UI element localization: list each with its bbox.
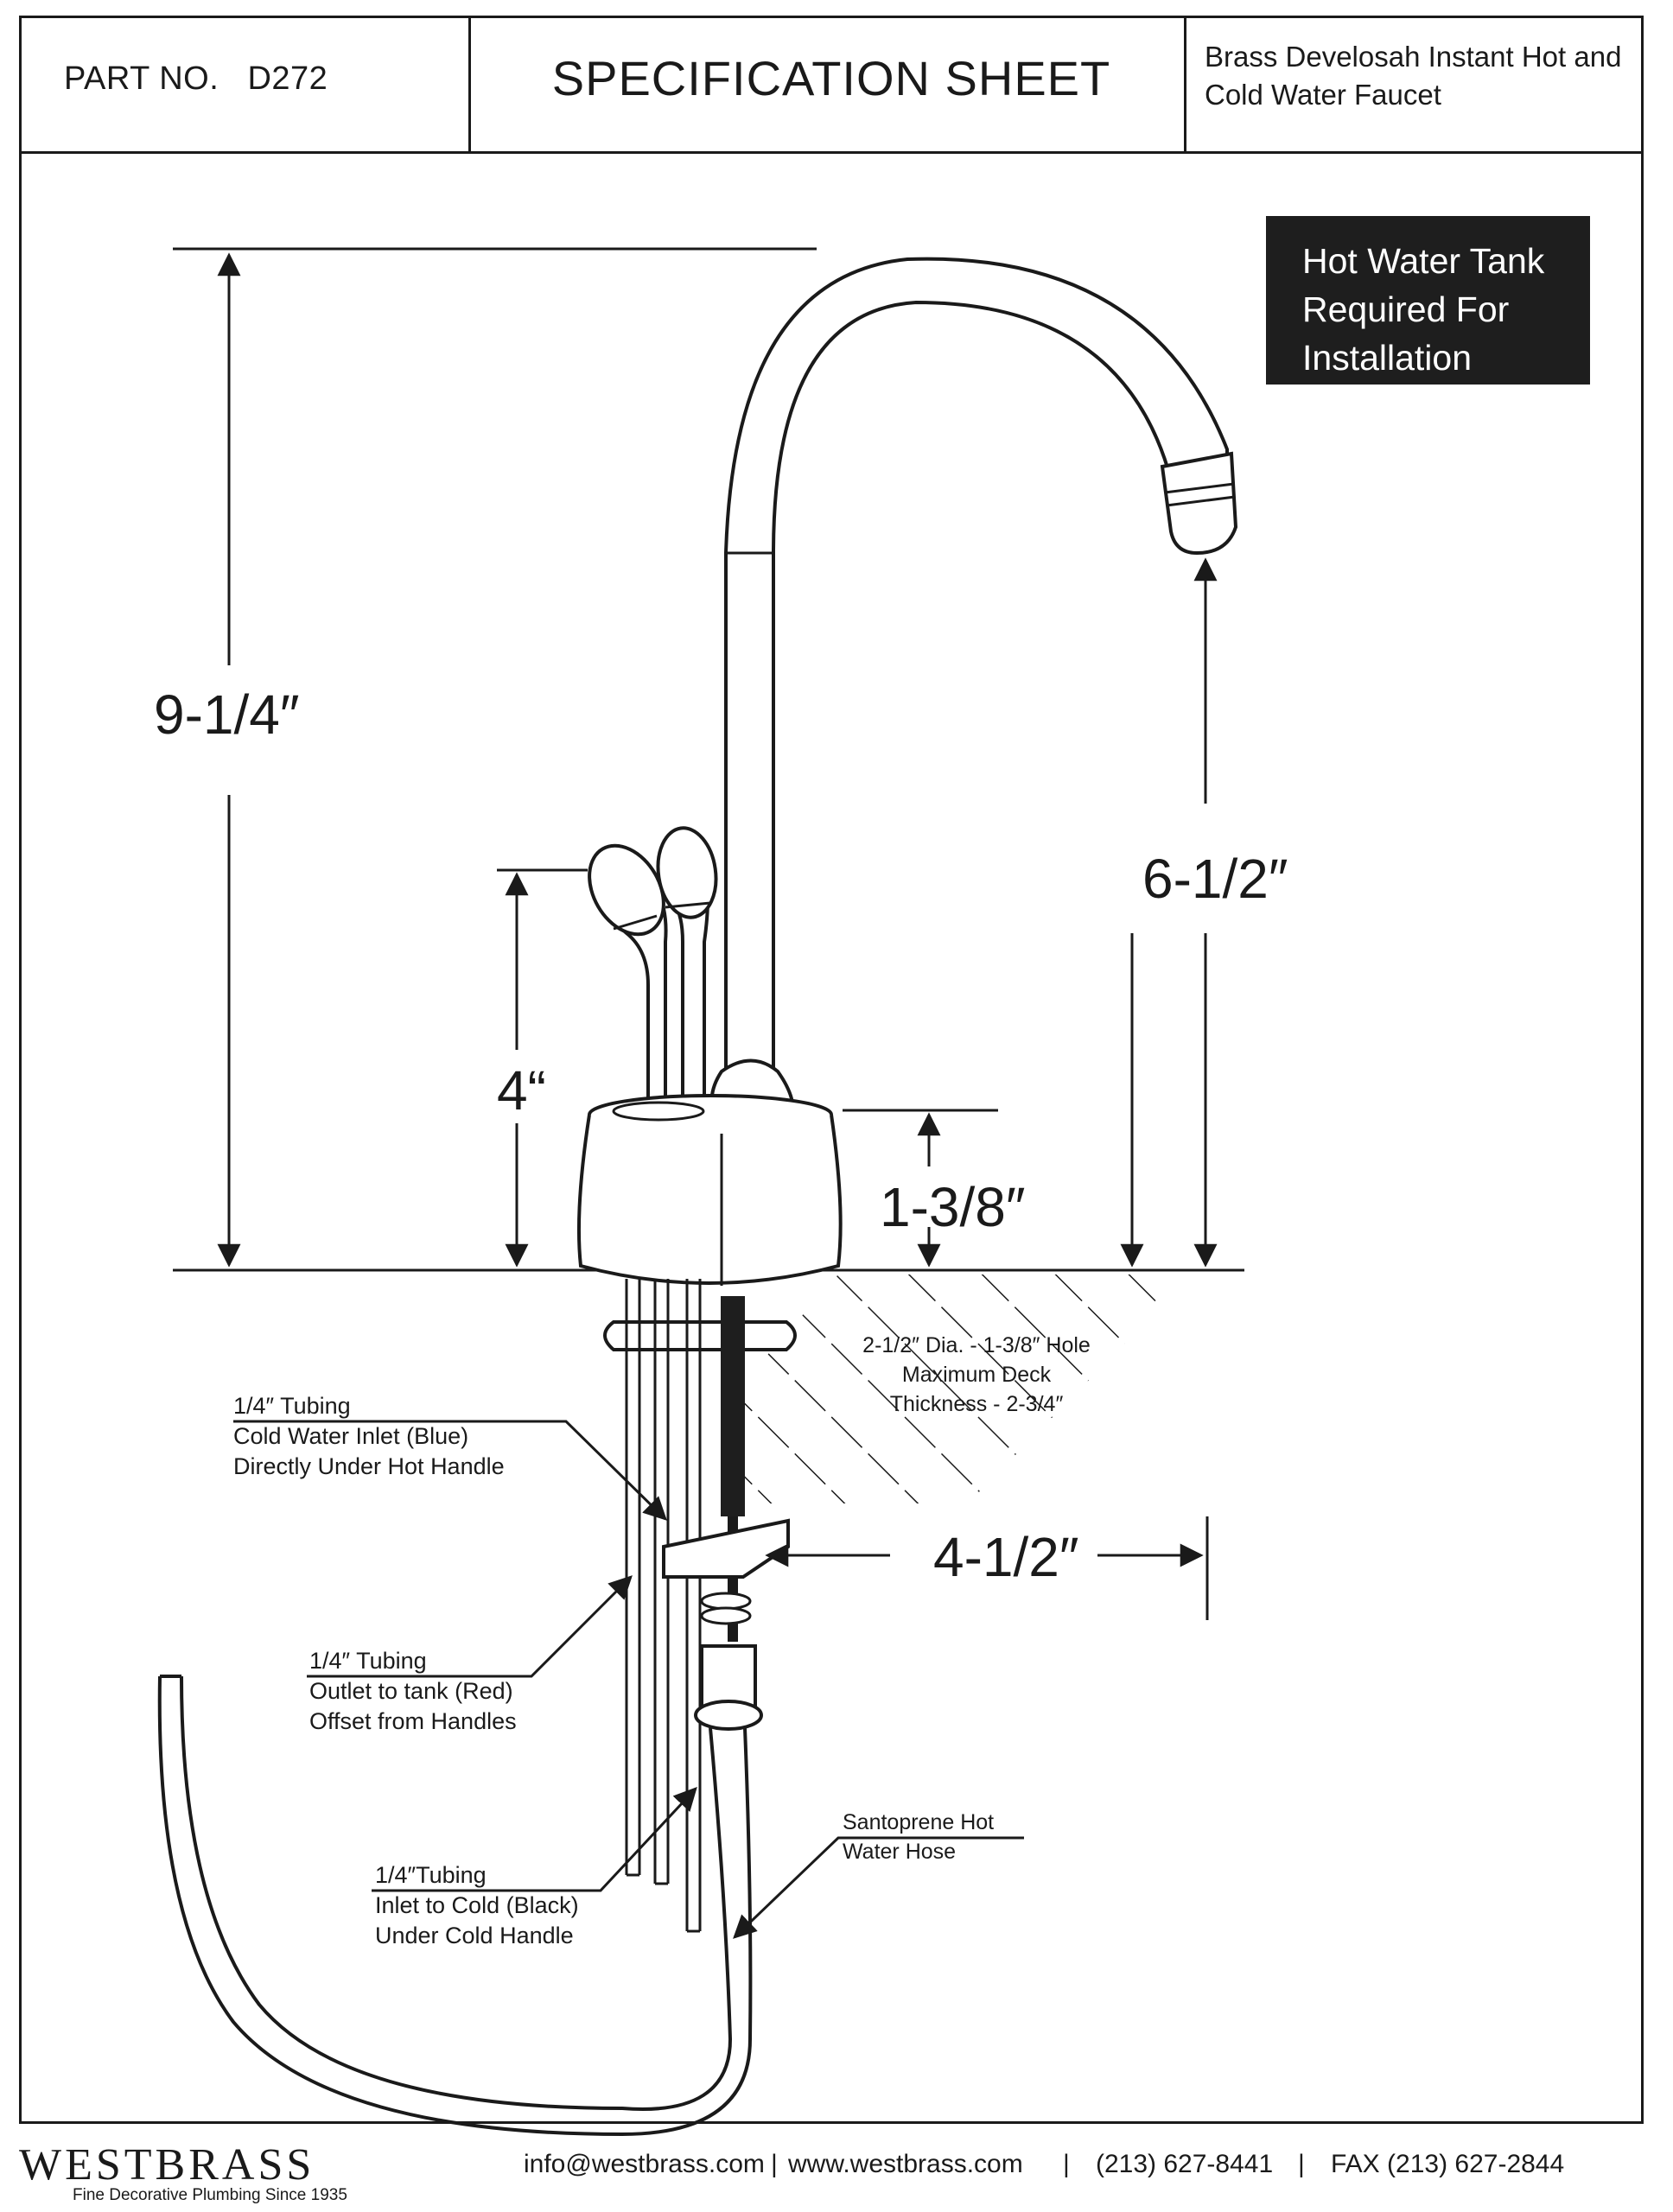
contact-phone: (213) 627-8441 [1096,2150,1274,2178]
header-divider [468,16,471,151]
hose-callout: Santoprene Hot Water Hose [843,1808,994,1866]
notice-text: Hot Water Tank Required For Installation [1302,237,1579,382]
cold-handle-ring [665,901,711,909]
hot-water-hose [180,1675,733,2111]
leader-cold-inlet [233,1420,667,1521]
callout-line: 2-1/2″ Dia. - 1-3/8″ Hole [862,1333,1091,1357]
outlet-tank-callout: 1/4″ Tubing Outlet to tank (Red) Offset … [309,1646,517,1737]
base-body [576,1114,843,1285]
aerator-band [1166,495,1236,507]
dim-label-overall-height: 9-1/4″ [154,683,300,746]
callout-line: 1/4″Tubing [375,1862,487,1888]
contact-fax: FAX (213) 627-2844 [1331,2150,1565,2178]
aerator [1160,451,1238,556]
callout-line: 1/4″ Tubing [233,1393,351,1419]
hose-fitting-nut [694,1700,763,1731]
sheet-frame [19,16,1644,2124]
dim-label-reach: 4-1/2″ [933,1526,1079,1588]
deck-callout: 2-1/2″ Dia. - 1-3/8″ Hole Maximum Deck T… [825,1331,1128,1419]
contact-email[interactable]: info@westbrass.com [524,2150,765,2178]
brand-tagline: Fine Decorative Plumbing Since 1935 [73,2186,347,2204]
leader-inlet-cold [372,1787,697,1892]
callout-line: Cold Water Inlet (Blue) [233,1423,469,1449]
product-name-line: Cold Water Faucet [1205,79,1441,111]
brand-logo: WESTBRASS [19,2140,315,2190]
callout-line: Directly Under Hot Handle [233,1453,505,1479]
footer-separator: | [1298,2150,1305,2178]
notice-line: Installation [1302,338,1473,378]
header-row: PART NO. D272 SPECIFICATION SHEET Brass … [19,16,1644,154]
callout-line: Offset from Handles [309,1708,517,1734]
inlet-cold-callout: 1/4″Tubing Inlet to Cold (Black) Under C… [375,1860,579,1951]
leader-hose [733,1836,1024,1939]
callout-line: Water Hose [843,1840,957,1864]
aerator-band [1164,482,1235,494]
notice-line: Required For [1302,289,1510,329]
mounting-bracket [662,1518,790,1579]
handle-escutcheon [612,1101,705,1122]
mounting-nut [700,1606,752,1625]
dim-label-handle-height: 4“ [497,1059,546,1122]
callout-line: 1/4″ Tubing [309,1648,427,1674]
header-divider [1184,16,1186,151]
footer-separator: | [1063,2150,1070,2178]
callout-line: Outlet to tank (Red) [309,1678,513,1704]
spout [724,257,1229,1073]
callout-line: Santoprene Hot [843,1810,995,1834]
threaded-shank [721,1296,745,1516]
mounting-nut [700,1592,752,1611]
tubing-group [625,1279,702,1933]
part-number: PART NO. D272 [64,60,328,97]
product-name: Brass Develosah Instant Hot and Cold Wat… [1205,38,1654,114]
cold-inlet-callout: 1/4″ Tubing Cold Water Inlet (Blue) Dire… [233,1391,505,1482]
callout-line: Inlet to Cold (Black) [375,1892,579,1918]
product-name-line: Brass Develosah Instant Hot and [1205,41,1622,73]
leader-outlet-tank [307,1575,633,1678]
hot-handle-grip [588,843,665,937]
contact-website[interactable]: www.westbrass.com [788,2150,1023,2178]
dim-label-base-height: 1-3/8″ [880,1176,1026,1238]
hot-handle-ring [613,914,658,931]
notice-line: Hot Water Tank [1302,241,1545,281]
hot-water-hose-inner [157,1675,753,2137]
callout-line: Under Cold Handle [375,1923,574,1948]
installation-notice: Hot Water Tank Required For Installation [1266,216,1590,385]
callout-line: Maximum Deck [901,1363,1052,1387]
footer-separator: | [771,2150,778,2178]
sheet-title: SPECIFICATION SHEET [551,51,1111,105]
callout-line: Thickness - 2-3/4″ [889,1392,1064,1416]
dim-label-spout-height: 6-1/2″ [1142,848,1288,910]
deck-hatch [743,1274,1193,1503]
cold-handle-grip [656,826,718,919]
